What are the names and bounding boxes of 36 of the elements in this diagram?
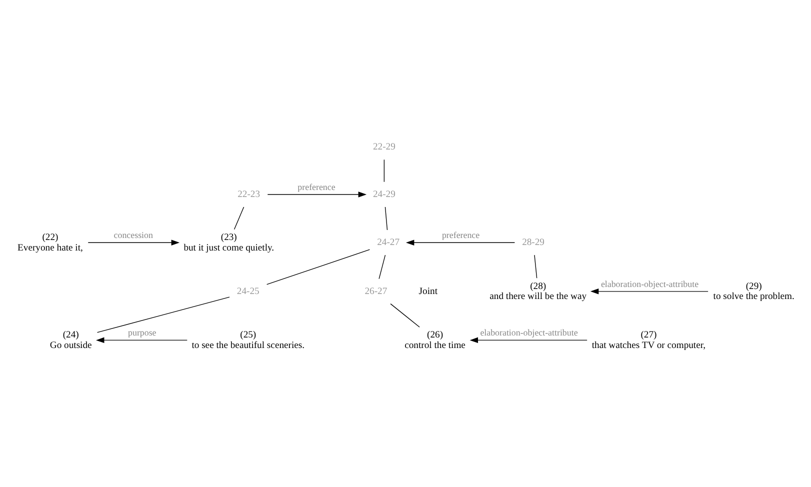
node-text: 24-27 bbox=[376, 236, 400, 248]
edge-label: elaboration-object-attribute bbox=[480, 327, 578, 338]
node-text: 22-29 bbox=[372, 141, 395, 152]
node-text: 28-29 bbox=[522, 236, 544, 248]
edge-label: concession bbox=[113, 230, 152, 240]
node-text: (27) that watches TV or computer, bbox=[591, 329, 706, 350]
arrow bbox=[405, 239, 515, 246]
node-text: (29) to solve the problem. bbox=[712, 280, 794, 302]
arrow bbox=[95, 336, 187, 343]
node-text: (24) Go outside bbox=[49, 329, 92, 350]
connector bbox=[384, 206, 388, 230]
node-text: 24-29 bbox=[372, 188, 395, 200]
arrow bbox=[266, 191, 366, 197]
connector bbox=[96, 296, 230, 332]
node-text: (22) Everyone hate it, bbox=[17, 232, 82, 253]
edge-label: preference bbox=[297, 181, 335, 192]
node-text: (23) but it just come quietly. bbox=[183, 232, 274, 253]
arrow bbox=[87, 239, 180, 246]
arrow bbox=[469, 336, 587, 343]
connector bbox=[233, 206, 244, 230]
connector bbox=[266, 248, 370, 284]
edge-label: elaboration-object-attribute bbox=[600, 278, 698, 288]
connector bbox=[390, 302, 420, 327]
connector bbox=[383, 158, 384, 182]
node-text: 22-23 bbox=[237, 188, 260, 200]
node-text: 26-27 bbox=[364, 285, 387, 296]
edge-label: purpose bbox=[128, 327, 156, 338]
connector bbox=[534, 254, 537, 278]
connector bbox=[378, 254, 386, 279]
node-text: (28) and there will be the way bbox=[489, 280, 586, 302]
arrow bbox=[590, 288, 708, 294]
node-text: (25) to see the beautiful sceneries. bbox=[191, 329, 304, 350]
node-text: (26) control the time bbox=[404, 329, 465, 350]
label: Joint bbox=[418, 285, 438, 296]
node-text: 24-25 bbox=[236, 285, 259, 296]
edge-label: preference bbox=[441, 230, 480, 240]
